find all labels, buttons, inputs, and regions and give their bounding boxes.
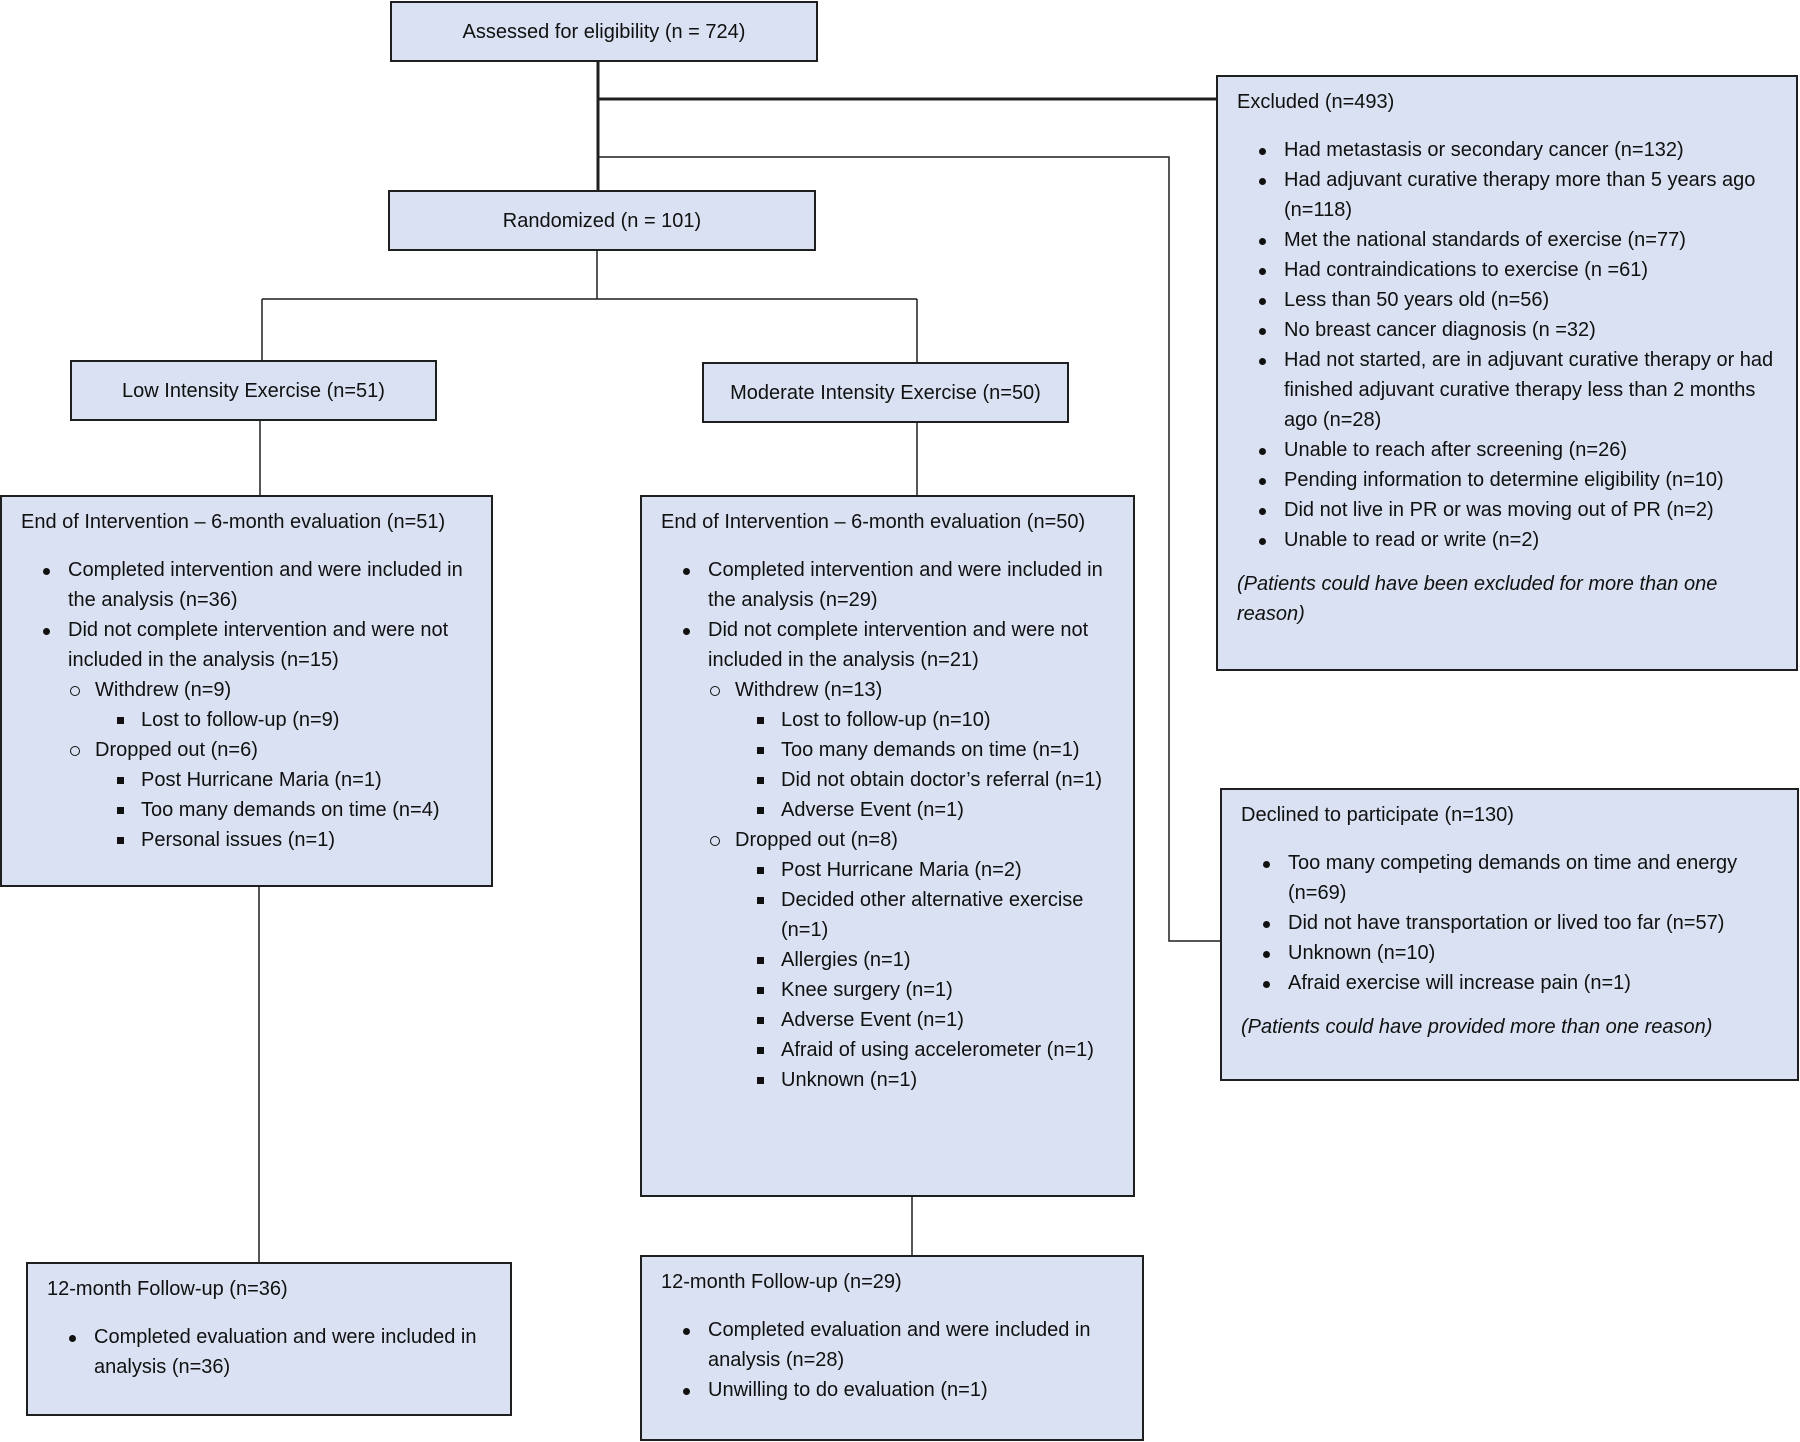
low-eoi-withdrew-text: Withdrew (n=9) — [95, 679, 232, 701]
randomized-box: Randomized (n = 101) — [388, 190, 816, 251]
declined-item: Afraid exercise will increase pain (n=1) — [1241, 968, 1781, 998]
assessed-text: Assessed for eligibility (n = 724) — [462, 20, 746, 43]
excluded-box: Excluded (n=493) Had metastasis or secon… — [1216, 75, 1798, 671]
mod-eoi-title: End of Intervention – 6-month evaluation… — [661, 511, 1086, 533]
mod-eoi-withdrew-item: Did not obtain doctor’s referral (n=1) — [735, 765, 1117, 795]
mod-followup-box: 12-month Follow-up (n=29) Completed eval… — [640, 1255, 1144, 1441]
mod-eoi-withdrew-item: Lost to follow-up (n=10) — [735, 705, 1117, 735]
low-eoi-box: End of Intervention – 6-month evaluation… — [0, 495, 493, 887]
low-eoi-dropped: Dropped out (n=6) Post Hurricane Maria (… — [68, 735, 475, 855]
mod-eoi-box: End of Intervention – 6-month evaluation… — [640, 495, 1135, 1197]
low-followup-box: 12-month Follow-up (n=36) Completed eval… — [26, 1262, 512, 1416]
mod-eoi-dropped-item: Knee surgery (n=1) — [735, 975, 1117, 1005]
low-eoi-dropped-item: Post Hurricane Maria (n=1) — [95, 765, 475, 795]
declined-item: Unknown (n=10) — [1241, 938, 1781, 968]
excluded-item: Met the national standards of exercise (… — [1237, 225, 1780, 255]
declined-box: Declined to participate (n=130) Too many… — [1220, 788, 1799, 1081]
mod-eoi-withdrew-list: Lost to follow-up (n=10) Too many demand… — [735, 705, 1117, 825]
low-followup-item: Completed evaluation and were included i… — [47, 1322, 494, 1382]
mod-eoi-withdrew-text: Withdrew (n=13) — [735, 679, 883, 701]
excluded-item: Pending information to determine eligibi… — [1237, 465, 1780, 495]
low-eoi-list: Completed intervention and were included… — [21, 555, 475, 855]
excluded-item: No breast cancer diagnosis (n =32) — [1237, 315, 1780, 345]
mod-eoi-dropped-item: Allergies (n=1) — [735, 945, 1117, 975]
mod-eoi-completed: Completed intervention and were included… — [661, 555, 1117, 615]
declined-item: Too many competing demands on time and e… — [1241, 848, 1781, 908]
declined-item: Did not have transportation or lived too… — [1241, 908, 1781, 938]
mod-followup-title: 12-month Follow-up (n=29) — [661, 1271, 902, 1293]
low-eoi-dropped-item: Too many demands on time (n=4) — [95, 795, 475, 825]
mod-eoi-list: Completed intervention and were included… — [661, 555, 1117, 1095]
moderate-intensity-text: Moderate Intensity Exercise (n=50) — [730, 381, 1041, 404]
excluded-item: Had contraindications to exercise (n =61… — [1237, 255, 1780, 285]
mod-eoi-dropped-item: Afraid of using accelerometer (n=1) — [735, 1035, 1117, 1065]
excluded-item: Had not started, are in adjuvant curativ… — [1237, 345, 1780, 435]
excluded-item: Had metastasis or secondary cancer (n=13… — [1237, 135, 1780, 165]
mod-eoi-not-completed: Did not complete intervention and were n… — [661, 615, 1117, 1095]
excluded-note: (Patients could have been excluded for m… — [1237, 573, 1718, 625]
randomized-text: Randomized (n = 101) — [502, 209, 702, 232]
low-eoi-title: End of Intervention – 6-month evaluation… — [21, 511, 446, 533]
mod-followup-item: Unwilling to do evaluation (n=1) — [661, 1375, 1126, 1405]
mod-eoi-not-completed-text: Did not complete intervention and were n… — [708, 619, 1089, 671]
mod-eoi-withdrew-item: Too many demands on time (n=1) — [735, 735, 1117, 765]
excluded-item: Unable to reach after screening (n=26) — [1237, 435, 1780, 465]
low-eoi-completed: Completed intervention and were included… — [21, 555, 475, 615]
excluded-item: Did not live in PR or was moving out of … — [1237, 495, 1780, 525]
assessed-box: Assessed for eligibility (n = 724) — [390, 1, 818, 62]
declined-list: Too many competing demands on time and e… — [1241, 848, 1781, 998]
excluded-item: Had adjuvant curative therapy more than … — [1237, 165, 1780, 225]
mod-eoi-reasons: Withdrew (n=13) Lost to follow-up (n=10)… — [708, 675, 1117, 1095]
low-eoi-dropped-text: Dropped out (n=6) — [95, 739, 258, 761]
line-to-declined — [598, 156, 1222, 942]
declined-title: Declined to participate (n=130) — [1241, 804, 1514, 826]
excluded-item: Less than 50 years old (n=56) — [1237, 285, 1780, 315]
low-eoi-reasons: Withdrew (n=9) Lost to follow-up (n=9) D… — [68, 675, 475, 855]
low-intensity-box: Low Intensity Exercise (n=51) — [70, 360, 437, 421]
mod-eoi-dropped-item: Post Hurricane Maria (n=2) — [735, 855, 1117, 885]
mod-followup-list: Completed evaluation and were included i… — [661, 1315, 1126, 1405]
low-eoi-withdrew: Withdrew (n=9) Lost to follow-up (n=9) — [68, 675, 475, 735]
mod-followup-item: Completed evaluation and were included i… — [661, 1315, 1126, 1375]
low-followup-list: Completed evaluation and were included i… — [47, 1322, 494, 1382]
mod-eoi-dropped-text: Dropped out (n=8) — [735, 829, 898, 851]
low-eoi-not-completed-text: Did not complete intervention and were n… — [68, 619, 449, 671]
excluded-title: Excluded (n=493) — [1237, 91, 1395, 113]
low-intensity-text: Low Intensity Exercise (n=51) — [122, 379, 385, 402]
declined-note: (Patients could have provided more than … — [1241, 1016, 1713, 1038]
mod-eoi-dropped-item: Adverse Event (n=1) — [735, 1005, 1117, 1035]
excluded-list: Had metastasis or secondary cancer (n=13… — [1237, 135, 1780, 555]
mod-eoi-dropped-list: Post Hurricane Maria (n=2) Decided other… — [735, 855, 1117, 1095]
mod-eoi-withdrew: Withdrew (n=13) Lost to follow-up (n=10)… — [708, 675, 1117, 825]
low-eoi-dropped-list: Post Hurricane Maria (n=1) Too many dema… — [95, 765, 475, 855]
low-eoi-withdrew-list: Lost to follow-up (n=9) — [95, 705, 475, 735]
low-eoi-not-completed: Did not complete intervention and were n… — [21, 615, 475, 855]
mod-eoi-dropped-item: Unknown (n=1) — [735, 1065, 1117, 1095]
mod-eoi-dropped: Dropped out (n=8) Post Hurricane Maria (… — [708, 825, 1117, 1095]
low-eoi-dropped-item: Personal issues (n=1) — [95, 825, 475, 855]
low-eoi-withdrew-item: Lost to follow-up (n=9) — [95, 705, 475, 735]
low-followup-title: 12-month Follow-up (n=36) — [47, 1278, 288, 1300]
mod-eoi-dropped-item: Decided other alternative exercise (n=1) — [735, 885, 1117, 945]
excluded-item: Unable to read or write (n=2) — [1237, 525, 1780, 555]
moderate-intensity-box: Moderate Intensity Exercise (n=50) — [702, 362, 1069, 423]
mod-eoi-withdrew-item: Adverse Event (n=1) — [735, 795, 1117, 825]
